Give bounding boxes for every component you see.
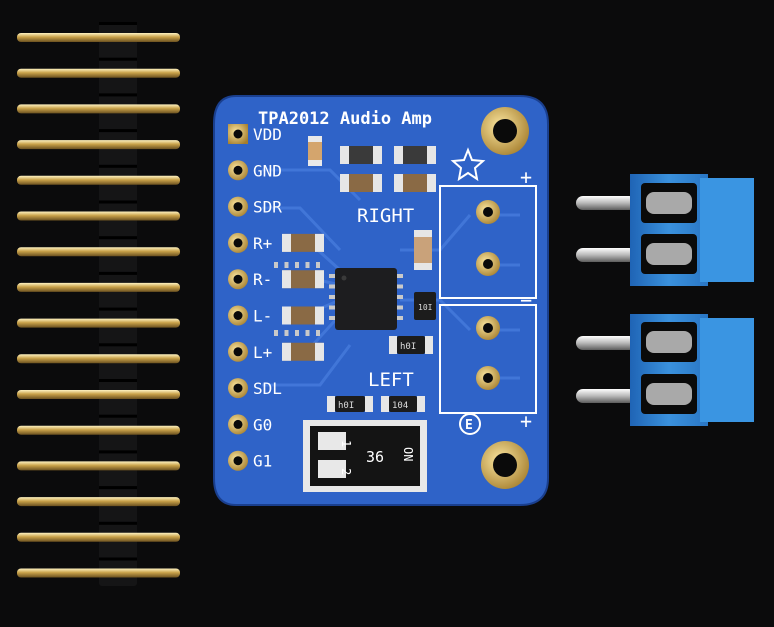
pin-pad [228,414,248,435]
pin-label: G0 [253,415,272,434]
switch-position-2: 2 [339,468,353,475]
header-pin-strip [17,22,180,586]
header-pin [17,129,180,150]
capacitor [282,233,324,252]
pin-pad [228,124,248,144]
header-pin [17,486,180,507]
switch-on-label: ON [401,447,415,461]
left-channel-label: LEFT [368,369,414,391]
header-pin [17,93,180,114]
pin-label: VDD [253,125,282,144]
speaker-terminal-outlines [439,185,537,414]
capacitor [282,342,324,361]
header-pin [17,22,180,42]
ce-mark-icon: E [459,413,481,435]
pin-label: L+ [253,343,272,362]
terminal-block-bottom [576,314,754,426]
switch-position-1: 1 [339,440,353,447]
switch-number: 36 [366,448,384,466]
capacitor [282,270,324,289]
resistor [394,146,436,164]
pin-pad [228,269,248,290]
board-title: TPA2012 Audio Amp [258,109,432,129]
pcb-board: TPA2012 Audio Amp VDD GND SDR R+ R- L- L+ SDL G0… [213,95,549,506]
plus-sign-left: + [520,409,532,433]
header-pin [17,414,180,435]
pin-pad [228,305,248,326]
resistor-label: 10I [418,303,433,312]
pin-pad [228,160,248,181]
smd-components: 10I h0I h0I 104 [282,136,436,412]
header-pin [17,521,180,542]
header-pin [17,164,180,185]
header-pin [17,343,180,364]
minus-sign: − [520,288,532,312]
header-plastic-body [99,22,137,586]
resistor-104 [389,396,417,412]
capacitor [394,174,436,192]
header-pin [17,57,180,78]
speaker-output-pads [476,200,500,390]
pin-label: SDL [253,379,282,398]
resistor-label: 104 [392,401,408,411]
resistor-label: h0I [338,401,354,411]
header-pin [17,271,180,292]
right-channel-label: RIGHT [357,205,414,227]
pin-pad [228,232,248,253]
pin-pad [228,450,248,471]
capacitor [340,174,382,192]
pin-pad [228,378,248,399]
resistor-h0i-right [397,336,425,354]
header-pin [17,200,180,221]
pin-label: R- [253,270,272,289]
header-pin [17,307,180,328]
pin-label: G1 [253,452,272,471]
capacitor [282,306,324,325]
header-pins [17,22,180,578]
header-pin [17,379,180,399]
pin-label: L- [253,307,272,326]
pin-label: SDR [253,198,282,217]
pin-pad [228,196,248,217]
amplifier-ic-chip [274,262,403,336]
adafruit-star-logo [450,147,486,182]
resistor-10i [414,292,436,320]
header-pin [17,236,180,257]
terminal-block-top [576,174,754,286]
header-pin [17,450,180,471]
dip-switch: 1 2 36 ON [303,420,427,492]
resistor [340,146,382,164]
switch-lever-2 [318,460,346,478]
pin-pad [228,341,248,362]
mounting-hole-top [481,107,529,155]
mounting-hole-bottom [481,441,529,489]
plus-sign-right: + [520,165,532,189]
header-pin [17,557,180,578]
pin-label: R+ [253,234,272,253]
resistor-label: h0I [400,342,416,352]
pin-label: GND [253,161,282,180]
capacitor [414,230,432,270]
svg-text:E: E [465,418,473,433]
switch-lever-1 [318,432,346,450]
resistor-h0i-bottom [335,396,365,412]
capacitor [308,136,322,166]
